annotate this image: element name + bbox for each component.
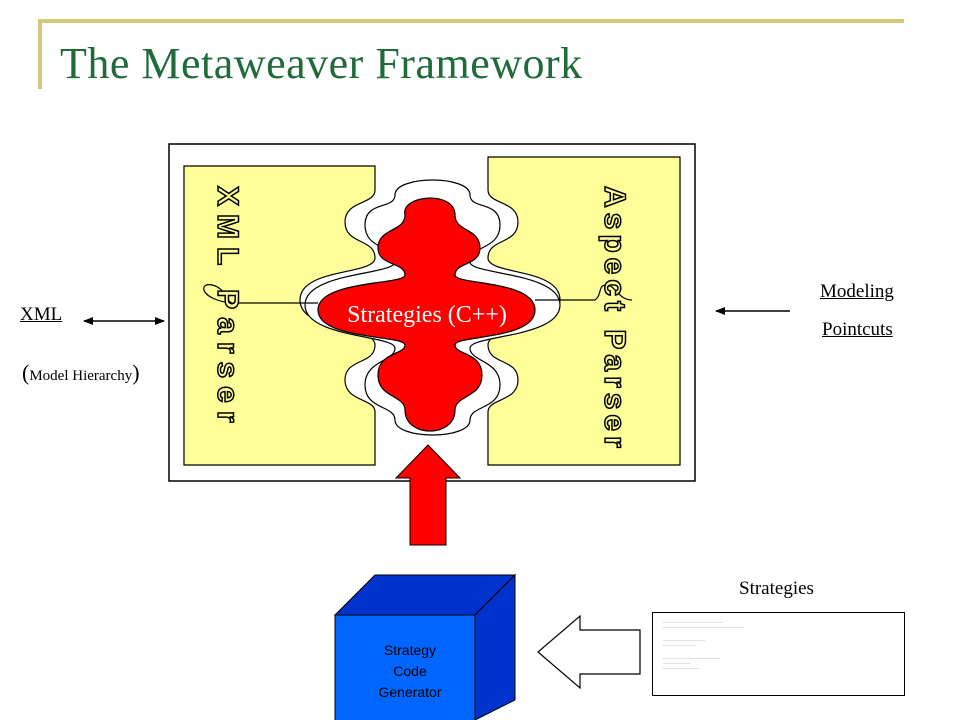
- aspect-parser-piece-label: Aspect Parser: [598, 186, 631, 453]
- strategies-input-arrow: [537, 614, 641, 690]
- pointcuts-label: Pointcuts: [822, 319, 893, 340]
- model-hierarchy-label: (Model Hierarchy): [22, 360, 140, 386]
- right-connector-loop: [535, 284, 633, 301]
- slide-title: The Metaweaver Framework: [60, 39, 583, 88]
- code-line: ––––––––––––––––––––––––––––: [663, 639, 706, 642]
- generator-box-front: [334, 614, 476, 720]
- xml-label: XML: [20, 304, 63, 325]
- title-frame-left-rule: [38, 19, 42, 89]
- left-connector-loop: [203, 284, 318, 304]
- model-hierarchy-open-paren: (: [22, 360, 30, 385]
- generator-label-line2: Code: [393, 663, 427, 679]
- xml-parser-piece-label: XML Parser: [211, 186, 244, 431]
- code-line: ––––––––––––––––––––––: [663, 644, 697, 647]
- strategies-code-snippet: ––––––––––––––––––––––––––––––––––––––––…: [652, 612, 905, 696]
- strategies-label: Strategies: [739, 578, 814, 599]
- code-line: ––––––––––––––––––: [663, 662, 691, 665]
- modeling-label: Modeling: [820, 281, 894, 302]
- generator-output-arrow: [394, 444, 462, 546]
- generator-label-line1: Strategy: [383, 642, 437, 658]
- strategies-center-label: Strategies (C++): [347, 302, 507, 328]
- generator-label-line3: Generator: [378, 684, 442, 700]
- strategies-center-piece: [317, 197, 536, 432]
- code-line: ––––––––––––––––––––––––: [663, 667, 700, 670]
- title-frame-top-rule: [38, 19, 904, 23]
- model-hierarchy-close-paren: ): [132, 360, 140, 385]
- xml-parser-piece: [183, 165, 376, 466]
- code-line: ––––––––––––––––––––––––––––––––––––––––: [663, 621, 724, 624]
- model-hierarchy-text: Model Hierarchy: [29, 368, 133, 384]
- code-line: ––––––––––––––––––––––––––––––––––––––: [663, 657, 721, 660]
- code-line: ––––––––––––––––––––––––––––––––––––––––…: [663, 626, 745, 629]
- generator-label: Strategy Code Generator: [345, 640, 475, 703]
